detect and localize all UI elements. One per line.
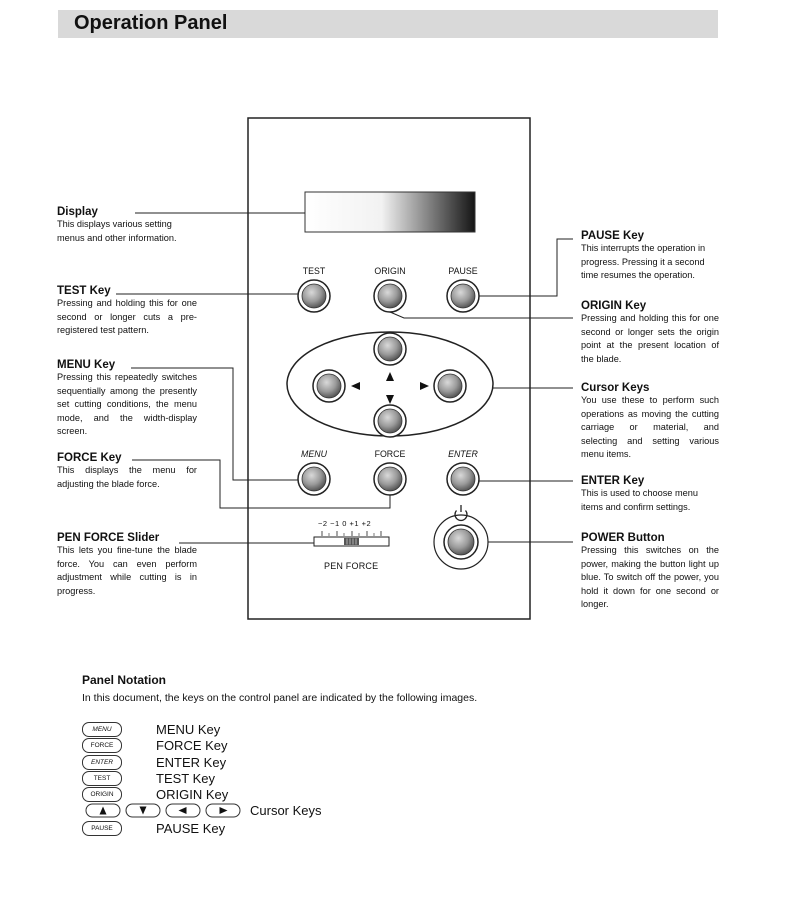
origin-key[interactable] [373,279,407,313]
annotation-body: This interrupts the operation in progres… [581,243,706,281]
annotation-body: This is used to choose menu items and co… [581,488,698,512]
annotation-test: TEST Key Pressing and holding this for o… [57,285,197,338]
pen-force-slider[interactable] [313,531,390,547]
cursor-up-icon [99,806,107,815]
slider-scale: −2 −1 0 +1 +2 [318,519,372,528]
annotation-title: Cursor Keys [581,382,650,394]
annotation-pause: PAUSE Key This interrupts the operation … [581,230,719,283]
arrow-right-icon [420,382,429,390]
notation-intro: In this document, the keys on the contro… [82,692,478,704]
cursor-down-icon [139,806,147,815]
cursor-left-icon [178,807,187,814]
annotation-title: POWER Button [581,532,665,544]
title-bar: Operation Panel [58,10,718,38]
notation-title: Panel Notation [82,673,167,687]
menu-key-label: MENU [301,449,327,459]
annotation-body: This displays the menu for adjusting the… [57,465,197,489]
enter-key-label: ENTER [448,449,478,459]
leader-lines [116,212,573,544]
annotation-title: ORIGIN Key [581,300,647,312]
force-key[interactable] [373,462,407,496]
notation-label: ENTER Key [156,755,227,770]
notation-cursor-pills [85,803,241,818]
notation-label: Cursor Keys [250,803,322,818]
enter-pill: ENTER [82,755,122,770]
menu-pill: MENU [82,722,122,737]
origin-pill: ORIGIN [82,787,122,802]
power-icon [454,505,468,522]
pause-pill: PAUSE [82,821,122,836]
cursor-up-key[interactable] [373,332,407,366]
pause-key-label: PAUSE [448,266,478,276]
annotation-cursor: Cursor Keys You use these to perform suc… [581,382,719,462]
pen-force-label: PEN FORCE [324,561,379,571]
annotation-origin: ORIGIN Key Pressing and holding this for… [581,300,719,366]
annotation-pen-force: PEN FORCE Slider This lets you fine-tune… [57,532,197,598]
annotation-enter: ENTER Key This is used to choose menu it… [581,475,719,514]
cursor-right-icon [219,807,228,814]
test-key[interactable] [297,279,331,313]
power-button[interactable] [433,514,489,570]
annotation-display: Display This displays various setting me… [57,206,197,245]
annotation-title: TEST Key [57,285,111,297]
notation-label: MENU Key [156,722,221,737]
annotation-body: Pressing and holding this for one second… [581,313,719,364]
enter-key[interactable] [446,462,480,496]
notation-label: FORCE Key [156,738,228,753]
notation-label: PAUSE Key [156,821,226,836]
annotation-body: Pressing this switches on the power, mak… [581,545,719,610]
notation-label: ORIGIN Key [156,787,229,802]
cursor-down-key[interactable] [373,404,407,438]
menu-key[interactable] [297,462,331,496]
annotation-title: ENTER Key [581,475,645,487]
annotation-title: MENU Key [57,359,116,371]
arrow-down-icon [386,395,394,404]
annotation-title: Display [57,206,98,218]
force-pill: FORCE [82,738,122,753]
notation-label: TEST Key [156,771,216,786]
annotation-body: This lets you fine-tune the blade force.… [57,545,197,596]
arrow-left-icon [351,382,360,390]
lcd-display [304,191,476,233]
annotation-body: You use these to perform such operations… [581,395,719,460]
annotation-menu: MENU Key Pressing this repeatedly switch… [57,359,197,439]
slider-thumb [344,538,359,545]
annotation-title: PAUSE Key [581,230,645,242]
annotation-body: Pressing this repeatedly switches sequen… [57,372,197,437]
page-title: Operation Panel [74,12,228,34]
cursor-right-key[interactable] [433,369,467,403]
force-key-label: FORCE [374,449,406,459]
annotation-body: This displays various setting menus and … [57,219,177,243]
annotation-title: PEN FORCE Slider [57,532,160,544]
arrow-up-icon [386,372,394,381]
annotation-title: FORCE Key [57,452,122,464]
pause-key[interactable] [446,279,480,313]
test-pill: TEST [82,771,122,786]
annotation-force: FORCE Key This displays the menu for adj… [57,452,197,491]
cursor-left-key[interactable] [312,369,346,403]
origin-key-label: ORIGIN [374,266,406,276]
annotation-body: Pressing and holding this for one second… [57,298,197,336]
test-key-label: TEST [302,266,326,276]
annotation-power: POWER Button Pressing this switches on t… [581,532,719,612]
